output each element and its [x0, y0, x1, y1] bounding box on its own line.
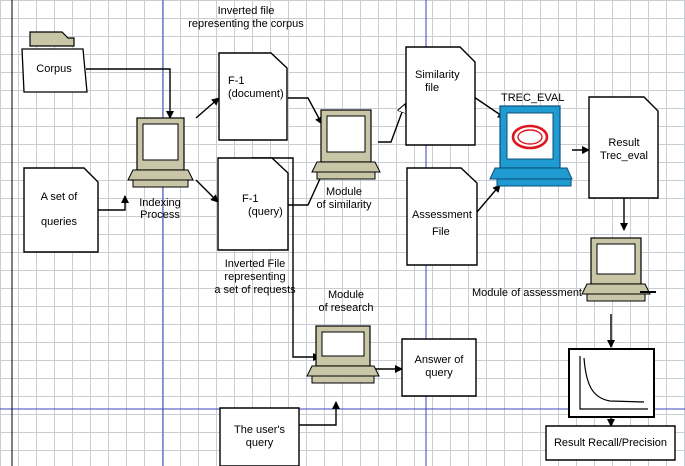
label-answer-2: query	[425, 367, 453, 379]
label-module-similarity-1: Module	[325, 186, 363, 198]
label-f1-query-1: F-1	[242, 193, 259, 205]
label-user-query-2: query	[245, 437, 274, 449]
label-assessment-file-2: File	[432, 226, 450, 238]
trec-computer-icon	[489, 105, 573, 187]
doc-user-query	[219, 407, 300, 466]
label-inverted-corpus-title-2: representing the corpus	[188, 18, 304, 30]
computer-icon	[306, 325, 380, 384]
edge-f1doc-similarity	[288, 97, 323, 125]
label-trec-eval: TREC_EVAL	[501, 92, 565, 104]
label-f1-document: F-1(document)	[228, 75, 284, 101]
doc-similarity-file	[405, 46, 476, 146]
label-f1-document-1: F-1	[228, 75, 245, 87]
label-result-recall: Result Recall/Precision	[553, 437, 668, 449]
label-similarity-file-2: file	[425, 82, 440, 94]
doc-f1-query	[217, 157, 289, 251]
label-queries: A set of queries	[24, 191, 94, 229]
label-inverted-requests-2: representing	[224, 271, 286, 283]
computer-icon	[311, 109, 381, 180]
label-module-research-2: of research	[318, 302, 374, 314]
label-assessment-file-1: Assessment	[412, 209, 472, 221]
computer-icon	[127, 117, 194, 188]
label-user-query-1: The user's	[233, 424, 285, 436]
label-indexing-1: Indexing	[139, 197, 181, 209]
edge-f1query-similarity	[288, 169, 325, 206]
doc-queries	[23, 167, 99, 253]
label-module-research-1: Module	[327, 289, 365, 301]
label-module-assessment: Module of assessment	[471, 287, 582, 299]
label-result-trec-1: Result	[608, 137, 640, 149]
doc-result-trec	[588, 96, 659, 199]
doc-f1-document	[218, 52, 288, 141]
label-queries-2: queries	[40, 216, 78, 228]
edge-indexing-f1doc	[195, 97, 220, 119]
label-inverted-requests-1: Inverted File	[224, 258, 286, 270]
label-inverted-requests-3: a set of requests	[214, 284, 296, 296]
doc-result-recall	[545, 425, 676, 461]
label-f1-document-2: (document)	[228, 88, 284, 100]
computer-icon	[581, 237, 656, 302]
label-answer-1: Answer of	[414, 354, 464, 366]
label-corpus: Corpus	[36, 63, 72, 75]
label-f1-query-2: (query)	[248, 206, 283, 218]
label-queries-1: A set of	[40, 191, 78, 203]
label-f1-query: F-1(query)	[242, 193, 283, 219]
label-indexing-2: Process	[140, 209, 180, 221]
edge-queries-indexing	[98, 195, 129, 211]
label-module-similarity-2: of similarity	[316, 199, 372, 211]
edge-similarity-simfile	[378, 104, 405, 143]
label-result-trec-2: Trec_eval	[600, 150, 648, 162]
doc-assessment-file	[406, 167, 478, 266]
label-similarity-file-1: Similarity	[415, 69, 460, 81]
edge-userquery-research	[299, 401, 340, 426]
edge-assessfile-trec	[476, 184, 501, 213]
doc-answer	[401, 338, 477, 397]
edge-corpus-indexing	[86, 68, 174, 119]
folder-icon	[21, 31, 88, 93]
edge-indexing-f1query	[195, 179, 219, 203]
label-inverted-corpus-title-1: Inverted file	[217, 5, 275, 17]
document-shapes	[23, 46, 676, 466]
recall-curve-icon	[568, 348, 655, 418]
